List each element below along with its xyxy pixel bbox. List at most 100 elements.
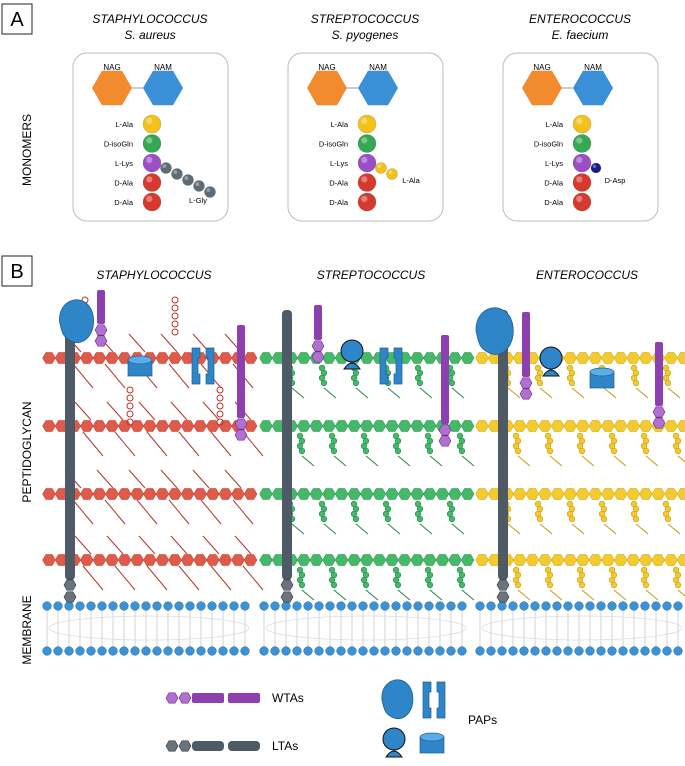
peptide-crosslinks: [502, 364, 685, 601]
wta-icon: [438, 335, 452, 447]
stem-label: L-Lys: [115, 159, 133, 168]
pap-icon: [422, 681, 446, 719]
lta-icon: [280, 310, 294, 603]
pap-icon: [191, 347, 215, 385]
nam-icon: [143, 70, 183, 106]
cross-bridge: [375, 162, 398, 180]
lta-icon: [63, 310, 77, 603]
nag-label: NAG: [533, 63, 550, 72]
stem-residue: [142, 173, 162, 192]
bridge-residue: [375, 162, 387, 174]
legend-pap: PAPs: [381, 679, 497, 758]
stem-residue: [357, 153, 377, 173]
stem-residue: [572, 153, 592, 173]
pap-icon: [419, 732, 445, 754]
pg-panel: STAPHYLOCOCCUS: [42, 268, 264, 656]
peptide-crosslinks: [286, 364, 475, 601]
panel-b-label-box: B: [1, 255, 33, 287]
lta-icon: [165, 740, 260, 752]
nag-label: NAG: [318, 63, 335, 72]
bridge-residue: [193, 180, 205, 192]
lta-icon: [496, 310, 510, 603]
stem-label: D-Ala: [544, 198, 564, 207]
stem-label: L-Lys: [545, 159, 563, 168]
nam-label: NAM: [584, 63, 602, 72]
pap-icon: [379, 347, 403, 385]
bridge-residue: [160, 162, 172, 174]
bridge-residue: [590, 162, 602, 174]
species-title: S. aureus: [124, 28, 175, 42]
nam-icon: [573, 70, 613, 106]
stem-residue: [357, 134, 377, 153]
nag-icon: [307, 70, 347, 106]
bridge-residue: [182, 174, 194, 186]
cross-bridge: [590, 162, 602, 174]
pap-icon: [381, 679, 414, 720]
pap-icon: [475, 307, 514, 355]
stem-residue: [142, 192, 162, 212]
stem-label: D-Ala: [329, 179, 349, 188]
nam-label: NAM: [154, 63, 172, 72]
panel-b-label: B: [10, 261, 23, 283]
bridge-residue: [204, 186, 216, 198]
pap-icon: [127, 355, 153, 377]
stem-label: L-Ala: [545, 120, 563, 129]
legend-lta-label: LTAs: [272, 739, 298, 753]
nag-label: NAG: [103, 63, 120, 72]
stem-label: D-Ala: [114, 198, 134, 207]
nam-icon: [358, 70, 398, 106]
cross-bridge: [160, 162, 216, 198]
stem-label: D-Ala: [544, 179, 564, 188]
stem-label: D-isoGln: [104, 140, 133, 149]
stem-residue: [572, 173, 592, 192]
legend-wta-label: WTAs: [272, 691, 304, 705]
pg-panel: ENTEROCOCCUS: [475, 268, 685, 656]
stem-residue: [572, 192, 592, 212]
pap-icon: [340, 339, 364, 370]
genus-title: ENTEROCOCCUS: [529, 12, 631, 26]
pap-icon: [382, 727, 406, 758]
legend-lta: LTAs: [165, 739, 298, 753]
bridge-residue: [171, 168, 183, 180]
pap-icons: [381, 679, 446, 758]
wta-icon: [94, 290, 108, 347]
pap-icon: [59, 299, 94, 343]
membrane: [42, 601, 250, 656]
pg-genus-title: ENTEROCOCCUS: [536, 268, 638, 282]
stem-label: L-Ala: [115, 120, 133, 129]
stem-residue: [572, 114, 592, 134]
glycan-strand: [42, 488, 258, 500]
glycan-strand: [475, 420, 685, 432]
stem-label: L-Ala: [330, 120, 348, 129]
species-title: E. faecium: [552, 28, 609, 42]
stem-residue: [357, 192, 377, 212]
stem-label: D-Ala: [329, 198, 349, 207]
glycan-strand: [259, 554, 475, 566]
stem-residue: [572, 134, 592, 153]
legend-wta: WTAs: [165, 691, 304, 705]
peptidoglycan-side-label: PEPTIDOGLYCAN: [20, 401, 34, 502]
pg-genus-title: STAPHYLOCOCCUS: [96, 268, 211, 282]
pg-genus-title: STREPTOCOCCUS: [317, 268, 425, 282]
stem-residue: [142, 134, 162, 153]
panel-a-label-box: A: [1, 3, 33, 35]
bridge-label: L-Gly: [189, 196, 207, 205]
stem-residue: [357, 173, 377, 192]
stem-residue: [142, 114, 162, 134]
glycan-strand: [42, 420, 258, 432]
stem-label: D-Ala: [114, 179, 134, 188]
wta-icon: [311, 305, 325, 363]
stem-residue: [357, 114, 377, 134]
membrane: [259, 601, 467, 656]
genus-title: STREPTOCOCCUS: [311, 12, 419, 26]
pg-panel: STREPTOCOCCUS: [259, 268, 475, 656]
genus-title: STAPHYLOCOCCUS: [92, 12, 207, 26]
nag-icon: [522, 70, 562, 106]
nag-icon: [92, 70, 132, 106]
stem-label: D-isoGln: [534, 140, 563, 149]
